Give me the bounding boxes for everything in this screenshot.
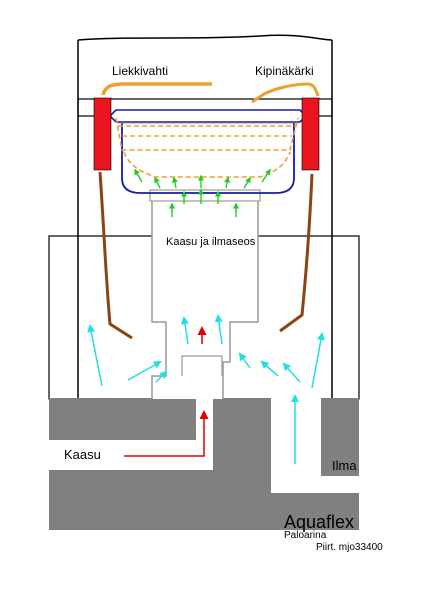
gas-inlet-arrow <box>124 410 209 457</box>
mixing-tube <box>151 199 259 399</box>
mix-arrow <box>243 176 251 189</box>
gas-air-mix-label: Kaasu ja ilmaseos <box>166 236 256 248</box>
flame-guard-grid <box>115 117 299 178</box>
product-title: Aquaflex <box>284 512 355 532</box>
mix-arrow <box>134 168 143 183</box>
mix-arrow <box>261 168 271 183</box>
right-electrode-lead <box>279 173 314 333</box>
burner-pan-rim <box>108 109 308 123</box>
air-arrow <box>87 324 103 387</box>
left-electrode-lead <box>98 171 133 340</box>
flame-guard-rod <box>101 82 212 96</box>
mixture-flow-arrows <box>134 168 271 217</box>
igniter-label: Kipinäkärki <box>255 64 314 78</box>
burner-pan <box>108 109 308 194</box>
gas-inlet-channel <box>49 382 213 470</box>
air-arrow <box>214 314 223 345</box>
air-arrow <box>127 361 162 381</box>
housing-top-edge <box>77 34 333 41</box>
grid-outer-frame <box>115 117 299 151</box>
tube-inner-lip <box>181 355 223 376</box>
grid-flame-cone <box>123 151 291 178</box>
air-inlet-channel <box>271 398 359 493</box>
flame-guard-label: Liekkivahti <box>112 64 169 78</box>
air-arrow <box>180 316 189 345</box>
mix-arrow <box>154 176 161 189</box>
air-inlet-label: Ilma <box>332 458 357 473</box>
burner-head-top <box>149 189 261 202</box>
air-arrow <box>238 352 251 369</box>
mix-arrow <box>171 176 178 189</box>
left-electrode-block <box>93 97 112 171</box>
air-arrow <box>260 360 279 377</box>
right-electrode-block <box>301 97 320 171</box>
air-arrow <box>155 370 168 383</box>
air-arrow <box>282 362 301 383</box>
gas-flow-arrows <box>124 326 209 457</box>
drawn-by-credit: Piirt. mjo33400 <box>316 542 383 553</box>
air-arrow <box>311 332 325 389</box>
product-subtitle: Paloarina <box>284 530 327 541</box>
mix-arrow <box>224 176 231 189</box>
igniter-rod-top <box>251 82 320 104</box>
air-flow-arrows <box>87 314 325 464</box>
burner-pan-bowl <box>121 115 295 194</box>
gas-inlet-label: Kaasu <box>64 447 101 462</box>
